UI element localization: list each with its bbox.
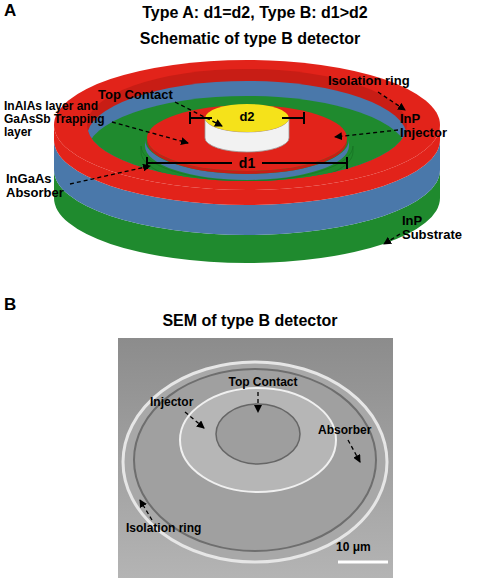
panel-heading: Schematic of type B detector bbox=[20, 30, 480, 48]
injector-disc bbox=[147, 105, 347, 171]
part-label: Isolation ring bbox=[126, 522, 226, 535]
part-label: Top Contact bbox=[218, 376, 308, 389]
leader-arrow bbox=[378, 92, 405, 110]
sem-injector bbox=[180, 388, 336, 492]
contact-top bbox=[205, 104, 289, 132]
leader-arrow bbox=[112, 122, 188, 143]
sem-background bbox=[118, 338, 393, 578]
leader-arrow bbox=[257, 392, 258, 412]
panel-heading: SEM of type B detector bbox=[20, 312, 480, 330]
scale-label: 10 μm bbox=[336, 541, 392, 554]
part-label: Top Contact bbox=[98, 88, 188, 102]
panel-letter: B bbox=[4, 296, 28, 315]
sem-top-contact bbox=[216, 404, 300, 464]
part-label: InAlAs layer and GaAsSb Trapping layer bbox=[4, 100, 116, 140]
sem-image bbox=[118, 338, 393, 578]
leader-arrows bbox=[70, 92, 405, 244]
scale-bar bbox=[338, 561, 388, 564]
dimension-label: d1 bbox=[227, 156, 267, 171]
leader-arrow bbox=[335, 130, 398, 137]
isolation-trench-outer bbox=[123, 362, 387, 562]
leader-arrow bbox=[140, 500, 152, 520]
leader-arrow bbox=[70, 166, 150, 184]
part-label: Injector bbox=[150, 396, 220, 409]
dimension-label: d2 bbox=[227, 110, 267, 124]
part-label: InP Substrate bbox=[402, 214, 477, 243]
part-label: InGaAs Absorber bbox=[6, 172, 74, 201]
figure-title: Type A: d1=d2, Type B: d1>d2 bbox=[20, 4, 484, 22]
leader-arrow bbox=[185, 412, 204, 428]
part-label: InP Injector bbox=[400, 112, 470, 141]
leader-arrow bbox=[175, 102, 222, 126]
detector-stack bbox=[54, 60, 440, 263]
leader-arrow bbox=[384, 234, 400, 244]
trench-floor bbox=[87, 96, 407, 208]
part-label: Isolation ring bbox=[328, 74, 448, 88]
panel-letter: A bbox=[4, 2, 28, 21]
leader-arrow bbox=[348, 440, 360, 462]
part-label: Absorber bbox=[318, 424, 390, 437]
